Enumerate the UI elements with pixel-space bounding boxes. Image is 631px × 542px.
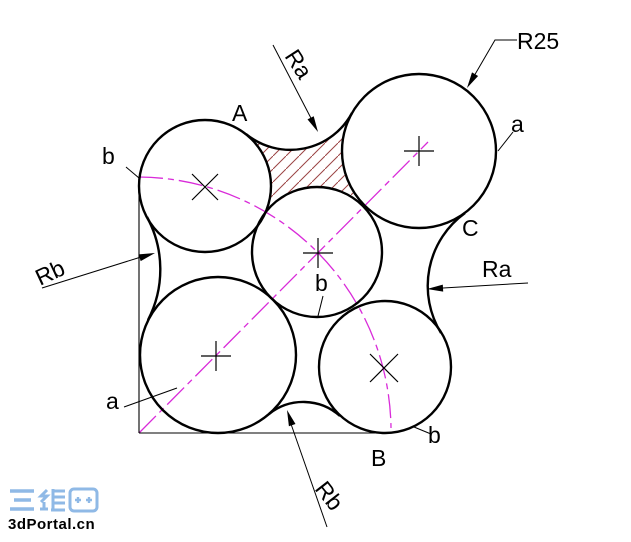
center-mark-plus-center	[303, 238, 333, 268]
circle-top-right-R25	[340, 72, 498, 230]
label-rb-left: Rb	[31, 255, 69, 291]
label-a-top-right: a	[511, 111, 524, 137]
label-b-bottom-right: b	[428, 422, 441, 448]
fillet-arc-rb-left	[145, 216, 162, 321]
centerline-b-arc	[138, 176, 392, 429]
label-a-bottom-left: a	[106, 388, 119, 414]
label-r25: R25	[517, 28, 559, 54]
label-ra-right: Ra	[482, 256, 512, 282]
rb-bottom-arrowhead-icon	[287, 410, 296, 427]
label-point-C: C	[462, 215, 479, 241]
a-top-right-leader-line	[497, 131, 514, 152]
center-mark-x-bottom-right	[369, 353, 399, 383]
fillet-arc-ra-right	[426, 212, 466, 334]
watermark-site-text: 3dPortal.cn	[8, 516, 95, 533]
center-mark-plus-bottom-left	[201, 341, 231, 371]
r25-arrowhead-icon	[467, 72, 479, 88]
b-bottom-right-leader-line	[413, 426, 432, 435]
circle-bottom-left	[138, 275, 298, 435]
rb-left-leader-line	[41, 256, 142, 289]
fillet-arc-rb-bottom	[268, 400, 341, 417]
a-bottom-left-leader-line	[123, 387, 178, 408]
centerline-a-diagonal	[138, 141, 429, 434]
circle-top-left	[137, 118, 273, 254]
ra-right-arrowhead-icon	[427, 284, 444, 292]
watermark-logo-icon	[10, 487, 99, 513]
label-b-top-left: b	[102, 143, 115, 169]
label-rb-bottom: Rb	[310, 476, 349, 515]
hatched-region	[246, 113, 363, 220]
ra-top-leader-line	[272, 44, 315, 125]
fillet-arc-ra-top	[245, 112, 354, 152]
label-ra-top: Ra	[280, 45, 318, 84]
rb-left-arrowhead-icon	[138, 253, 155, 262]
ra-right-leader-line	[442, 282, 529, 289]
label-b-center: b	[315, 270, 328, 296]
circle-center	[250, 185, 384, 319]
center-mark-x-top-left	[191, 173, 219, 201]
label-point-A: A	[232, 100, 248, 126]
r25-leader-line	[469, 39, 517, 84]
rb-bottom-leader-line	[290, 423, 328, 528]
center-mark-plus-top-right	[404, 136, 434, 166]
circle-bottom-right	[317, 299, 453, 435]
b-top-left-leader-line	[125, 166, 140, 179]
ra-top-arrowhead-icon	[307, 116, 318, 132]
b-center-leader-line	[317, 295, 324, 317]
label-point-B: B	[371, 445, 386, 471]
